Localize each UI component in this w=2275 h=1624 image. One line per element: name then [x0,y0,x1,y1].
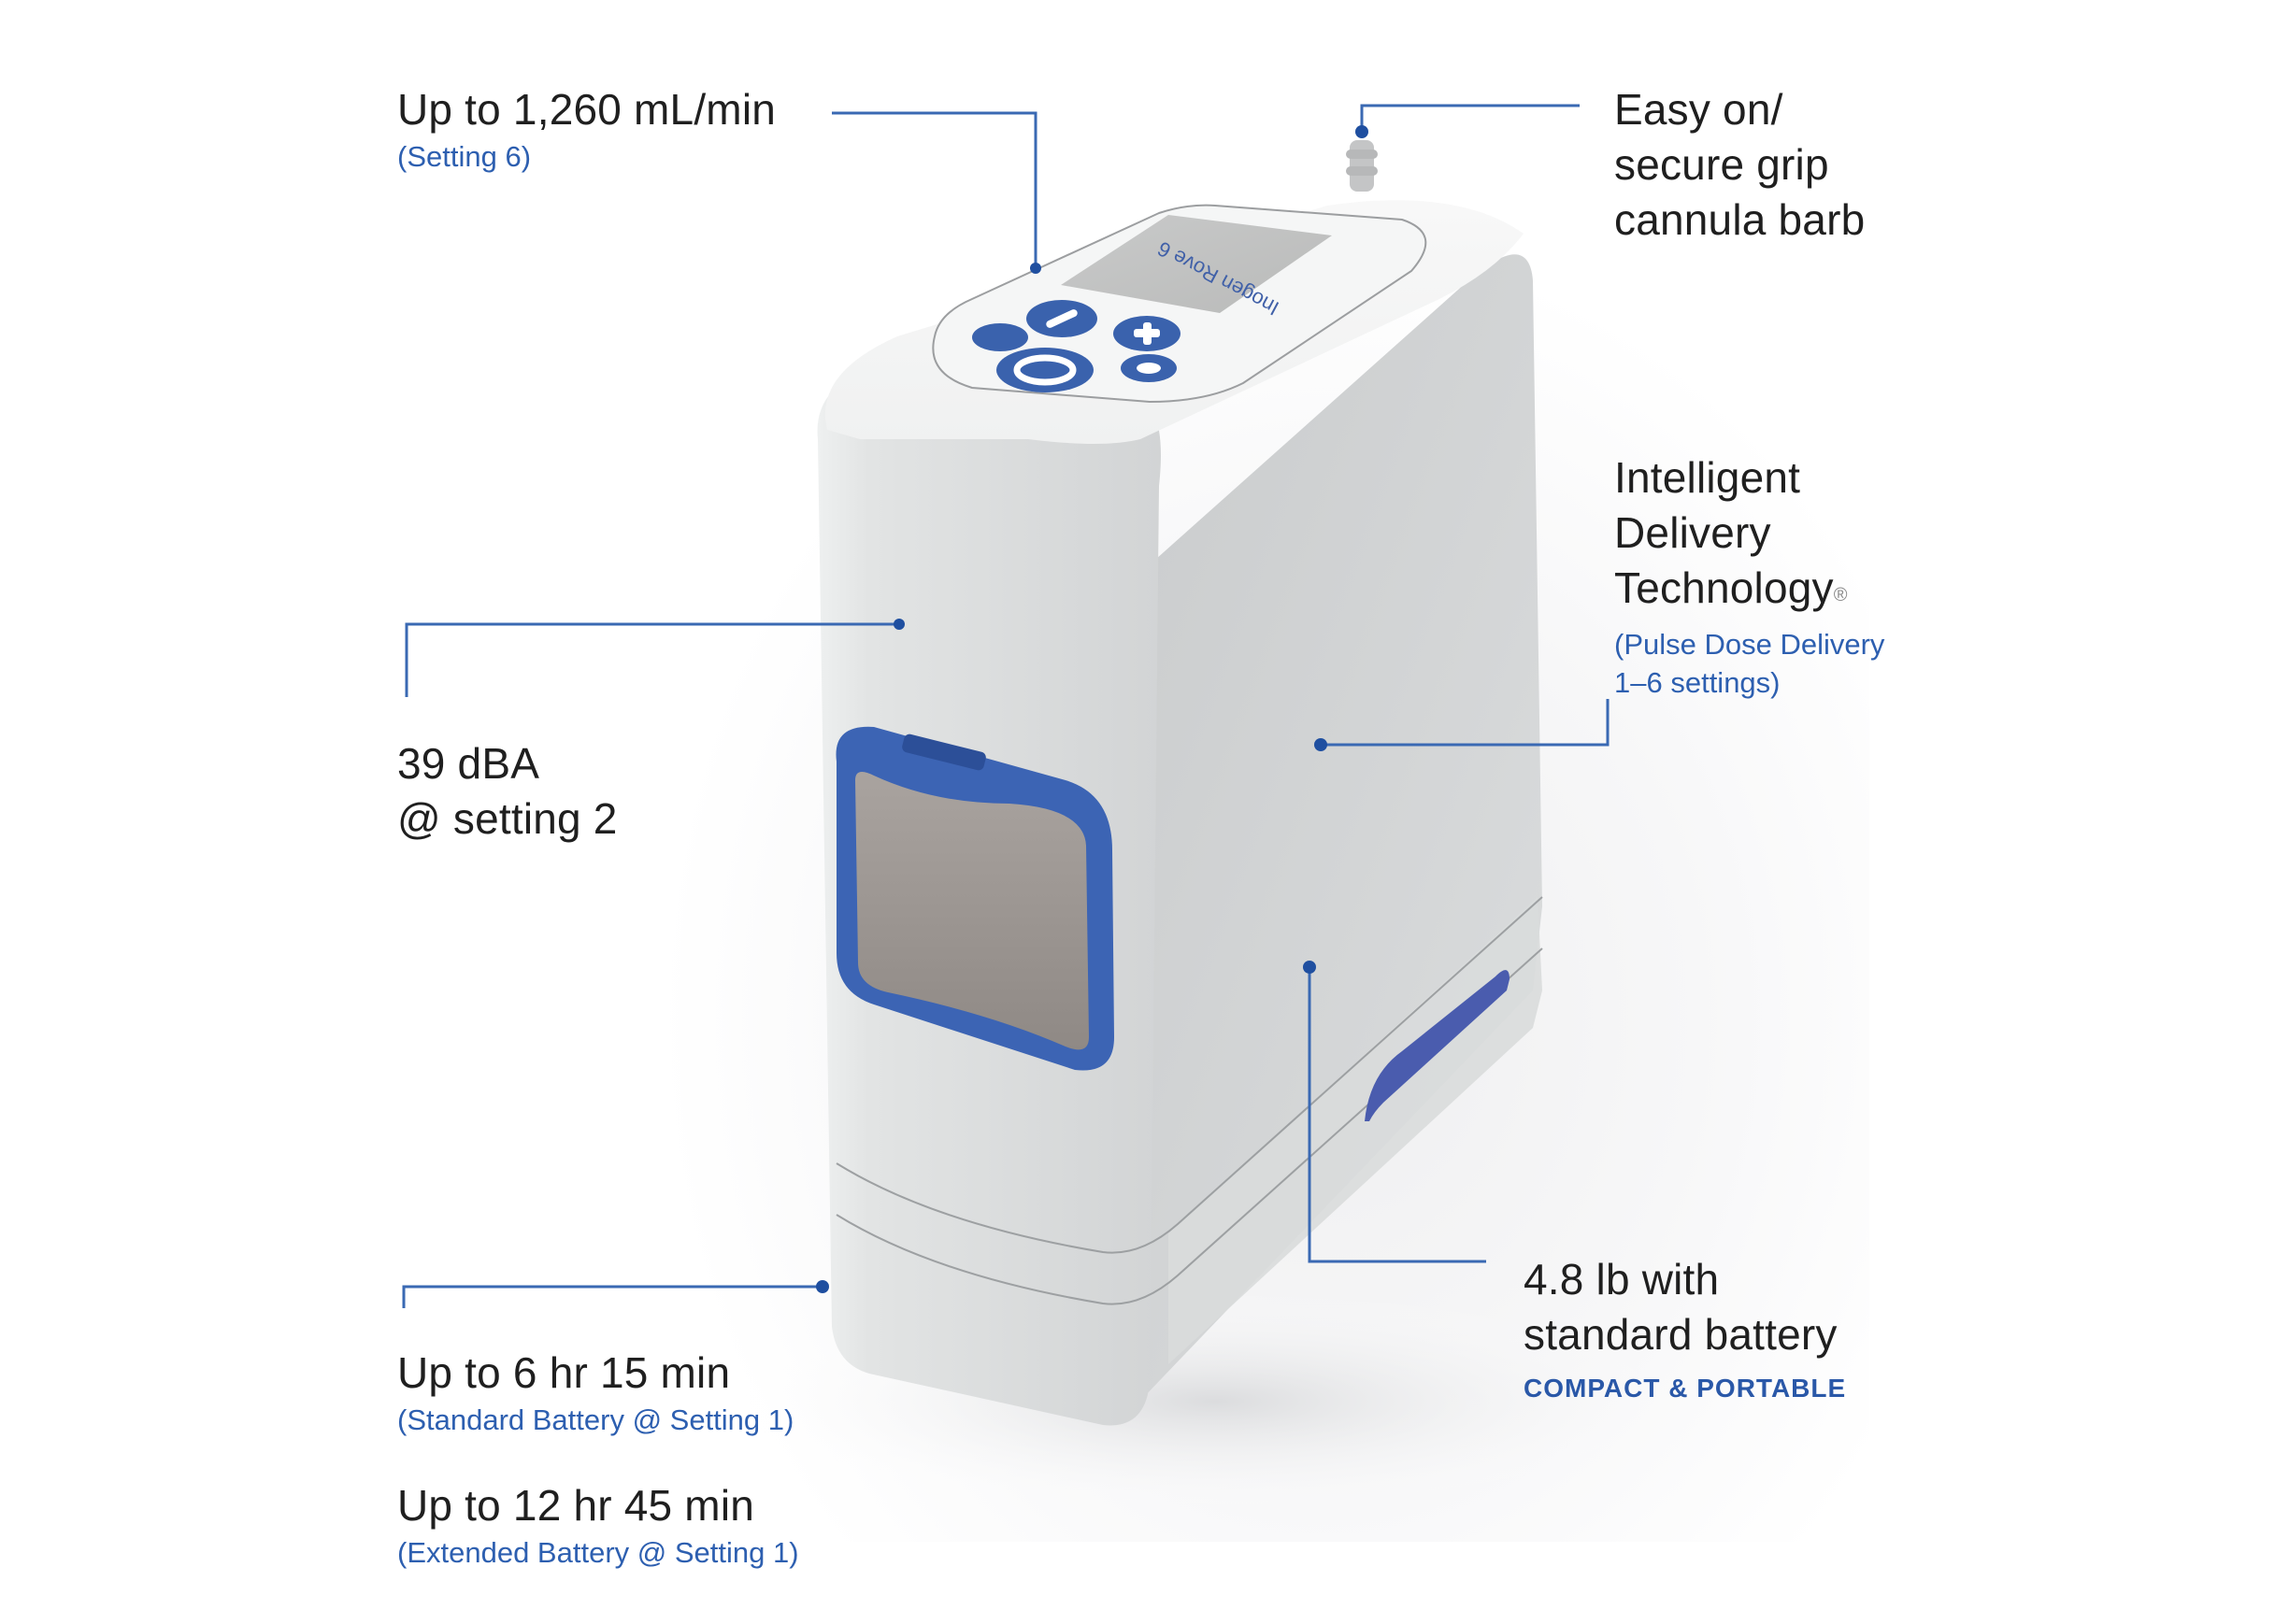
device-side-face [1112,254,1542,1421]
battery-standard-note: (Standard Battery @ Setting 1) [397,1403,794,1436]
noise-level-text: 39 dBA [397,739,540,788]
intake-filter [836,726,1114,1071]
callout-line-noise [405,622,899,697]
idt-line1: Intelligent [1614,453,1801,502]
idt-line2: Delivery [1614,508,1771,557]
cannula-barb [1346,140,1378,192]
flow-setting-text: (Setting 6) [397,140,532,173]
control-buttons [972,300,1180,392]
idt-sub1: (Pulse Dose Delivery [1614,628,1885,661]
cannula-line3: cannula barb [1614,195,1866,244]
idt-sub2: 1–6 settings) [1614,666,1781,699]
compact-portable-tag: COMPACT & PORTABLE [1524,1374,1847,1403]
callout-line-flow [832,111,1037,268]
callout-flow: Up to 1,260 mL/min (Setting 6) [397,82,776,176]
noise-setting-text: @ setting 2 [397,794,618,843]
cannula-line1: Easy on/ [1614,85,1783,134]
power-button[interactable] [996,348,1094,392]
battery-standard-duration: Up to 6 hr 15 min [397,1348,731,1397]
callout-noise: 39 dBA @ setting 2 [397,736,618,847]
idt-line3: Technology [1614,563,1834,612]
registered-mark: ® [1833,585,1848,605]
callout-battery-extended: Up to 12 hr 45 min (Extended Battery @ S… [397,1478,799,1572]
callout-line-cannula [1360,104,1580,132]
lcd-screen [1061,215,1332,313]
weight-line1: 4.8 lb with [1524,1255,1720,1303]
flow-rate-text: Up to 1,260 mL/min [397,85,777,134]
callout-line-idt [1321,699,1610,747]
callout-line-weight [1308,967,1486,1263]
cannula-line2: secure grip [1614,140,1829,189]
weight-line2: standard battery [1524,1310,1838,1359]
callout-intelligent-delivery: Intelligent Delivery Technology® (Pulse … [1614,450,1884,702]
callout-line-battery [402,1285,823,1308]
callout-battery-standard: Up to 6 hr 15 min (Standard Battery @ Se… [397,1346,794,1439]
battery-extended-note: (Extended Battery @ Setting 1) [397,1536,799,1569]
callout-lines [402,104,1610,1308]
carry-handle [1365,970,1510,1121]
callout-cannula: Easy on/ secure grip cannula barb [1614,82,1865,248]
callout-weight: 4.8 lb with standard battery COMPACT & P… [1524,1252,1846,1407]
callout-dots [816,125,1368,1293]
alarm-mute-button[interactable] [972,323,1028,351]
battery-extended-duration: Up to 12 hr 45 min [397,1481,755,1530]
